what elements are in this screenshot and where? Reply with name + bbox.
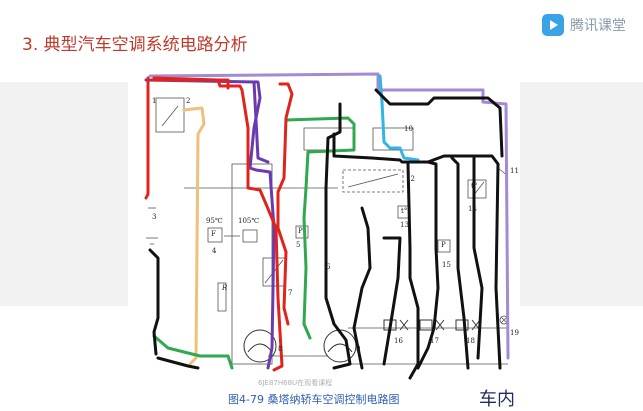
slide-title: 3. 典型汽车空调系统电路分析 [22,35,248,55]
component-label-15: 15 [442,261,451,269]
gauge-letter-f: F [211,230,216,238]
temp-letter-1: t° [401,207,408,215]
component-label-5: 5 [296,241,301,249]
figure-caption: 图4-79 桑塔纳轿车空调控制电路图 [228,393,400,406]
component-label-9: 9 [356,345,361,353]
play-icon [542,14,564,36]
component-label-18: 18 [466,337,475,345]
temp-label-105: 105℃ [238,217,260,225]
component-label-2: 2 [186,97,191,105]
circuit-drawing [144,72,510,380]
component-label-13: 13 [400,221,409,229]
component-label-3: 3 [152,213,157,221]
pressure-letter-p-1: P [298,227,303,235]
component-label-17: 17 [430,337,439,345]
component-label-8: 8 [278,345,283,353]
circuit-diagram: 1 2 3 4 5 6 7 8 9 10 11 12 13 14 15 16 1… [128,68,520,382]
logo-text: 腾讯课堂 [570,18,626,34]
component-label-1: 1 [152,97,157,105]
tencent-classroom-logo: 腾讯课堂 [542,14,626,36]
component-label-19: 19 [510,329,519,337]
viewer-watermark: 6JE87H68U在观看课程 [258,379,333,387]
component-label-10: 10 [404,125,413,133]
component-label-16: 16 [394,337,403,345]
component-label-6: 6 [326,263,331,271]
component-label-14: 14 [468,205,477,213]
resistor-label: R [222,284,228,292]
handwritten-annotation: 车内 [479,389,515,410]
component-label-11: 11 [510,167,519,175]
pressure-letter-p-2: P [441,241,446,249]
component-label-4: 4 [212,247,217,255]
component-label-7: 7 [288,289,293,297]
component-label-12: 12 [406,175,415,183]
temp-label-95: 95℃ [206,217,223,225]
temp-letter-2: t° [471,182,478,190]
